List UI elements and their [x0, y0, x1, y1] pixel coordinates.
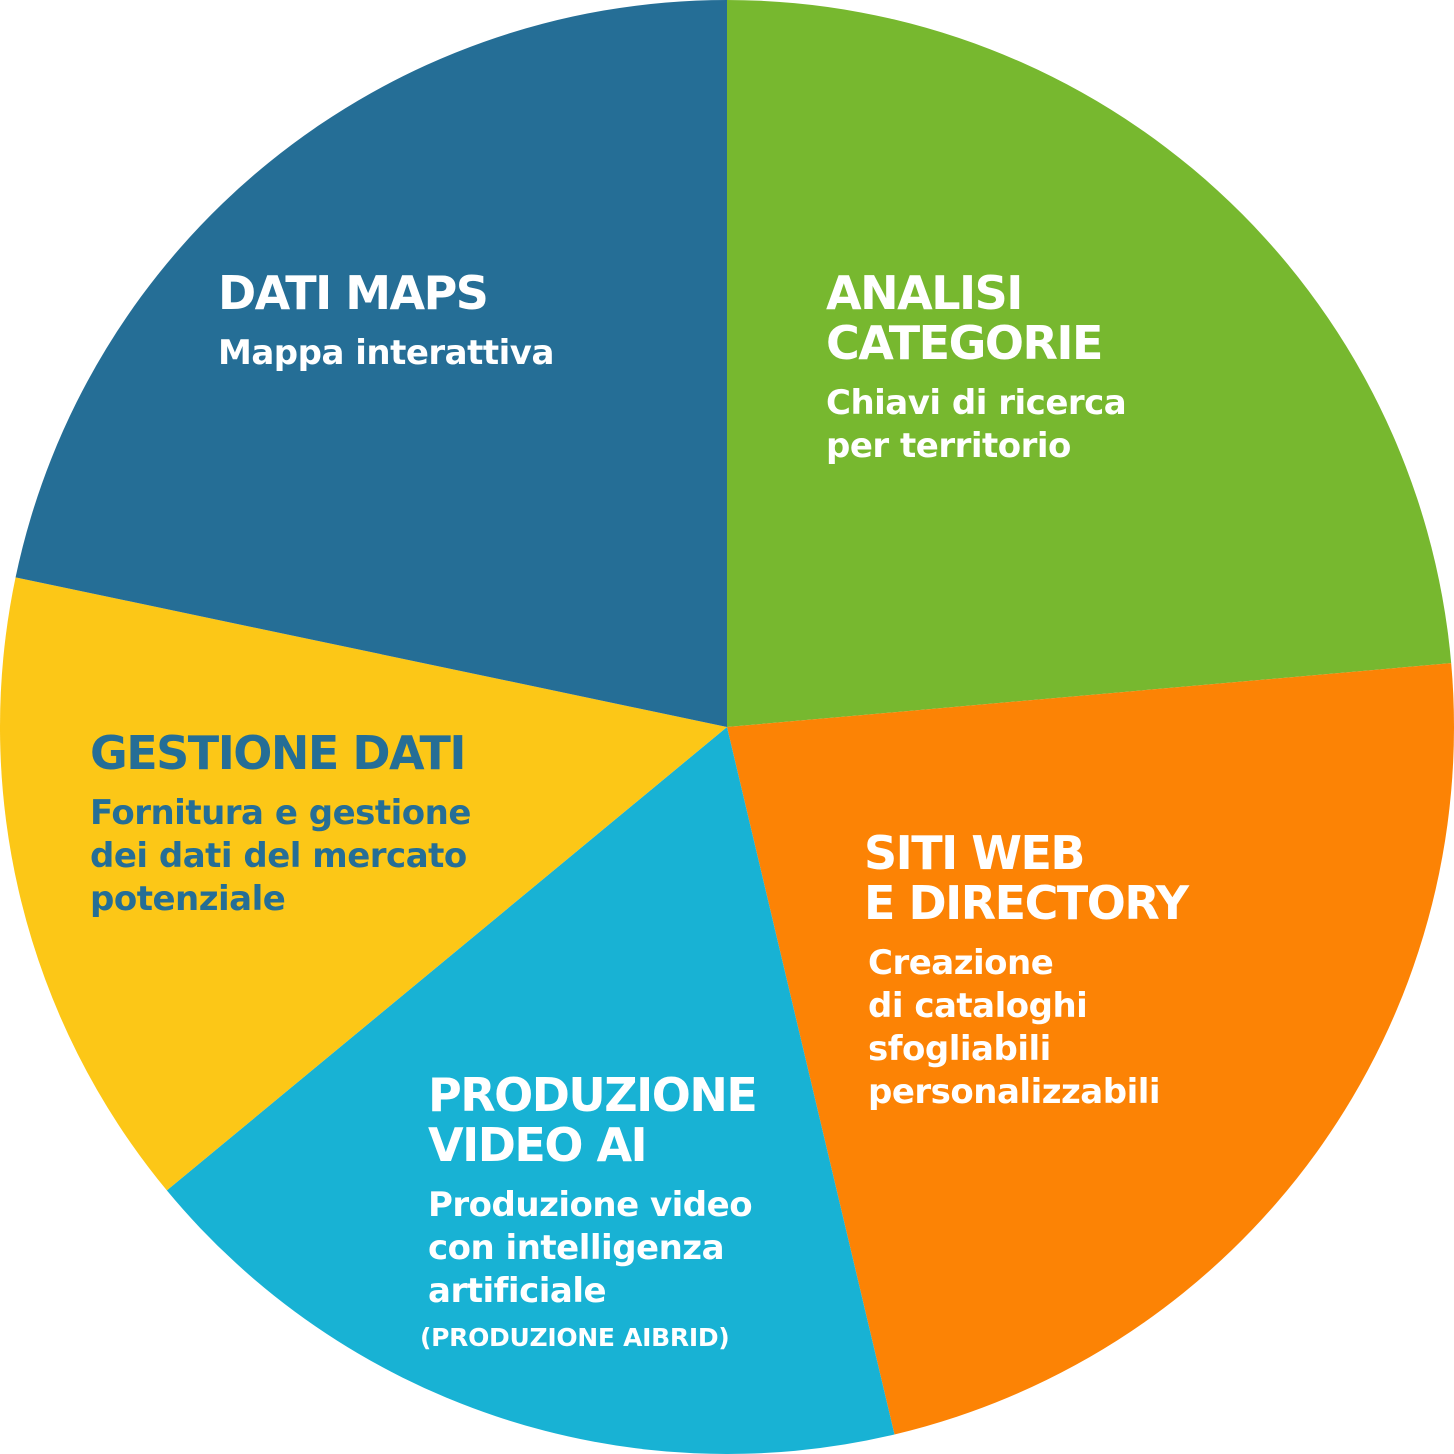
slice-title: GESTIONE DATI	[90, 726, 467, 780]
slice-title: DATI MAPS	[218, 266, 489, 320]
slice-description: Produzione video con intelligenza artifi…	[428, 1185, 753, 1311]
pie-slice-analisi-categorie	[727, 0, 1452, 727]
pie-slice-siti-web	[727, 663, 1454, 1435]
slice-description: Creazione di cataloghi sfogliabili perso…	[868, 943, 1161, 1112]
slice-label-siti-web: SITI WEB E DIRECTORY Creazione di catalo…	[864, 826, 1189, 1114]
pie-slice-dati-maps	[15, 0, 728, 727]
slice-label-produzione-video: PRODUZIONE VIDEO AI Produzione video con…	[420, 1068, 758, 1353]
slice-description: Chiavi di ricerca per territorio	[826, 383, 1127, 466]
slice-title: SITI WEB E DIRECTORY	[864, 826, 1189, 930]
slice-note: (PRODUZIONE AIBRID)	[420, 1323, 730, 1352]
pie-slice-gestione-dati	[0, 577, 727, 1191]
slice-title: PRODUZIONE VIDEO AI	[428, 1068, 758, 1172]
slice-description: Mappa interattiva	[218, 333, 554, 373]
pie-slice-produzione-video	[166, 727, 895, 1454]
slice-description: Fornitura e gestione dei dati del mercat…	[90, 793, 471, 919]
slice-label-dati-maps: DATI MAPS Mappa interattiva	[218, 268, 554, 375]
slice-label-analisi-categorie: ANALISI CATEGORIE Chiavi di ricerca per …	[826, 266, 1127, 468]
slice-label-gestione-dati: GESTIONE DATI Fornitura e gestione dei d…	[90, 728, 471, 921]
slice-title: ANALISI CATEGORIE	[826, 266, 1103, 370]
